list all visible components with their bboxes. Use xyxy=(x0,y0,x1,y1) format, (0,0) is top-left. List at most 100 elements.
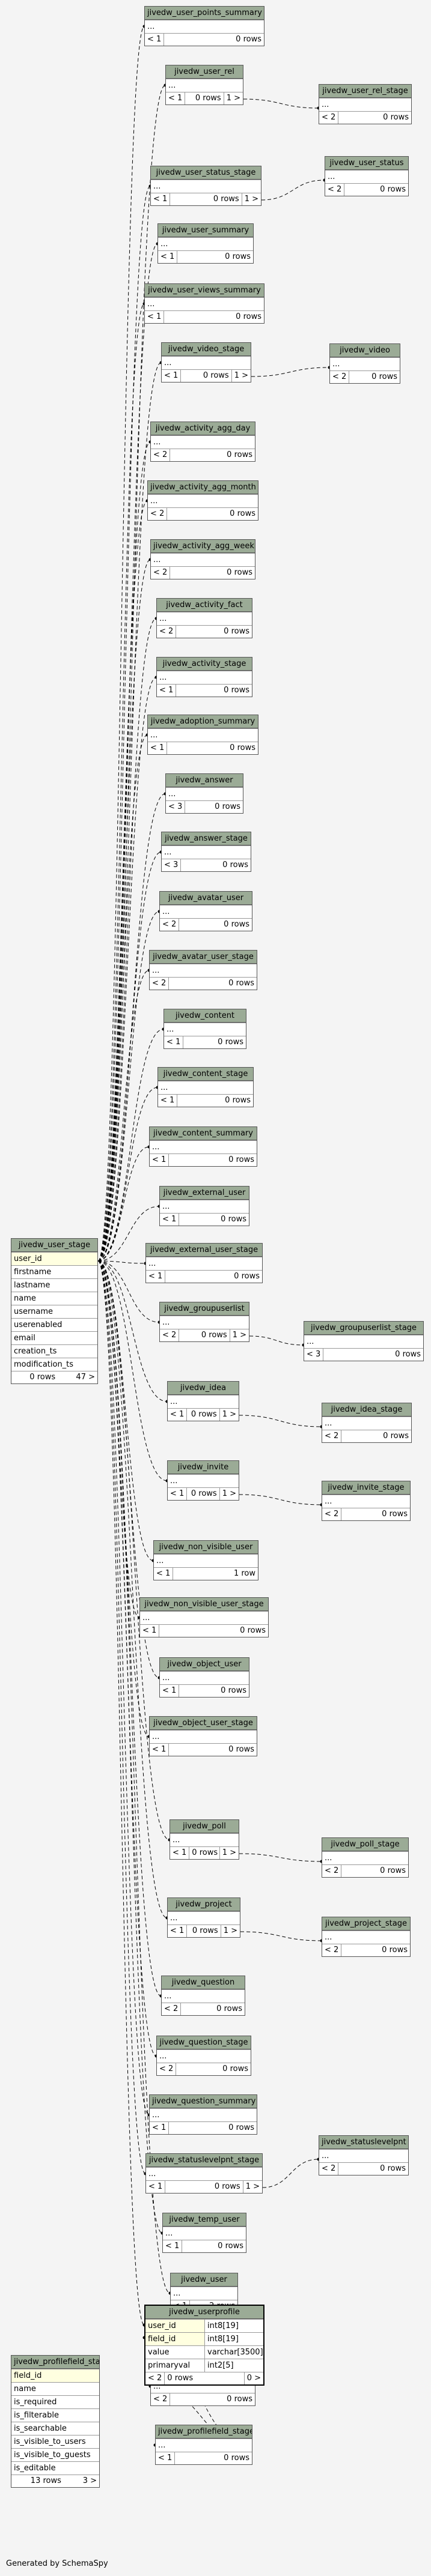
table-name: jivedw_profilefield_stage xyxy=(11,2356,99,2369)
table-name: jivedw_activity_agg_day xyxy=(151,422,255,435)
table-name: jivedw_invite_stage xyxy=(322,1481,410,1495)
row-count: 13 rows xyxy=(30,2476,61,2485)
parent-count: < 1 xyxy=(150,1744,170,1756)
fk-edge-userprofile-user xyxy=(97,1260,145,2326)
column-row: ... xyxy=(160,1200,249,1213)
parent-count: < 1 xyxy=(156,2452,176,2464)
table-name: jivedw_user_rel_stage xyxy=(319,85,411,98)
row-count: 0 rows xyxy=(165,2181,243,2193)
fk-edge-user xyxy=(97,1260,171,2294)
row-count: 0 rows xyxy=(216,2004,242,2013)
fk-edge-non_visible_user xyxy=(97,1260,154,1561)
row-count: 0 rows xyxy=(222,860,248,869)
table-name: jivedw_user_stage xyxy=(11,1239,97,1252)
parent-count: < 2 xyxy=(322,1508,342,1520)
table-jivedw-user-stage[interactable]: jivedw_user_stage user_id firstname last… xyxy=(11,1238,98,1384)
fk-edge-invite xyxy=(97,1260,168,1481)
table-name: jivedw_groupuserlist xyxy=(160,1302,249,1316)
row-count: 0 rows xyxy=(165,2372,245,2384)
parent-count: < 1 xyxy=(150,1154,170,1166)
table-name: jivedw_external_user xyxy=(160,1187,249,1200)
table-name: jivedw_statuslevelpnt_stage xyxy=(146,2154,262,2167)
table-name: jivedw_object_user_stage xyxy=(150,1717,257,1730)
column-row: ... xyxy=(150,1140,257,1153)
parent-count: < 1 xyxy=(168,1409,188,1421)
parent-count: < 2 xyxy=(151,449,171,461)
column-row: ... xyxy=(163,2227,246,2240)
fk-edge-external_user_stage xyxy=(97,1260,146,1264)
column-row: ... xyxy=(170,1833,239,1846)
fk-edge-statuslevelpnt_stage xyxy=(97,1260,146,2174)
table-name: jivedw_user xyxy=(171,2273,237,2287)
table-name: jivedw_user_status xyxy=(325,157,408,170)
row-count: 0 rows xyxy=(187,1488,220,1500)
parent-count: < 2 xyxy=(162,2003,182,2015)
table-name: jivedw_answer xyxy=(166,774,243,787)
row-count: 0 rows xyxy=(185,92,224,104)
fk-edge-groupuserlist-groupuserlist_stage xyxy=(249,1335,304,1346)
column-row: ... xyxy=(151,553,255,566)
parent-count: < 3 xyxy=(304,1349,324,1361)
row-count: 0 rows xyxy=(236,35,261,44)
row-count: 0 rows xyxy=(382,1946,408,1955)
fk-edge-statuslevelpnt_stage-statuslevelpnt xyxy=(262,2159,319,2188)
table-name: jivedw_user_views_summary xyxy=(145,284,264,297)
column-row: field_id xyxy=(11,2369,99,2382)
row-count: 0 rows xyxy=(187,1925,221,1937)
column-row: ... xyxy=(325,170,408,183)
column-row: name xyxy=(11,2382,99,2395)
table-jivedw-profilefield-stage[interactable]: jivedw_profilefield_stage field_id name … xyxy=(11,2355,100,2488)
parent-count: < 2 xyxy=(148,508,168,520)
column-row: ... xyxy=(322,1416,411,1430)
parent-count: < 1 xyxy=(166,92,186,104)
table-name: jivedw_non_visible_user_stage xyxy=(140,1598,268,1611)
column-row: is_required xyxy=(11,2395,99,2408)
